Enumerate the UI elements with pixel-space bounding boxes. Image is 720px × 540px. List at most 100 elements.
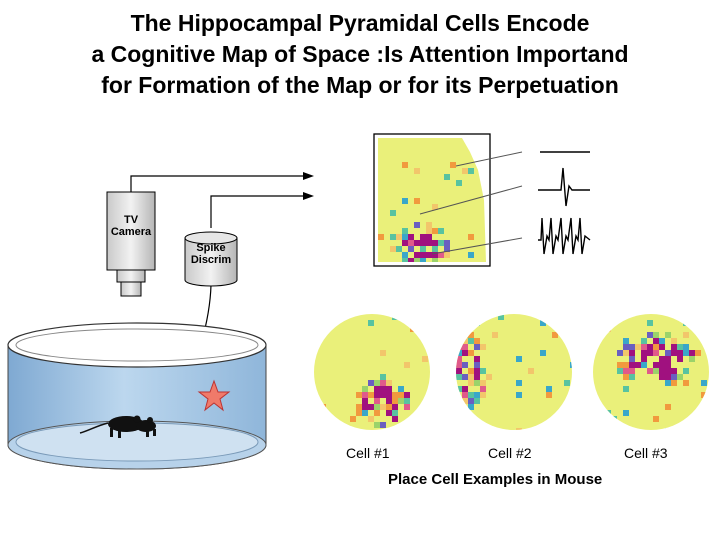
heatmap-cell: [374, 410, 380, 416]
heatmap-cell: [456, 368, 462, 374]
heatmap-cell: [362, 398, 368, 404]
heatmap-cell: [444, 252, 450, 258]
heatmap-cell: [617, 362, 623, 368]
heatmap-cell: [629, 374, 635, 380]
heatmap-cell: [356, 392, 362, 398]
tv-camera: [106, 191, 156, 297]
heatmap-cell: [414, 222, 420, 228]
heatmap-cell: [380, 374, 386, 380]
cell-label-3: Cell #3: [624, 445, 668, 461]
heatmap-cell: [605, 428, 611, 430]
heatmap-cell: [474, 398, 480, 404]
heatmap-cell: [689, 356, 695, 362]
heatmap-cell: [368, 404, 374, 410]
heatmap-cell: [546, 386, 552, 392]
pointer-lines: [419, 151, 523, 255]
heatmap-cell: [414, 252, 420, 258]
heatmap-cell: [456, 180, 462, 186]
heatmap-cell: [462, 344, 468, 350]
heatmap-cell: [474, 356, 480, 362]
heatmap-cell: [408, 240, 414, 246]
heatmap-cell: [653, 350, 659, 356]
heatmap-cell: [468, 368, 474, 374]
mouse-icon: [79, 415, 156, 438]
heatmap-cell: [468, 398, 474, 404]
heatmap-cell: [683, 350, 689, 356]
heatmap-cell: [356, 410, 362, 416]
heatmap-cell: [438, 240, 444, 246]
heatmap-cell: [402, 234, 408, 240]
camera-label-line-2: Camera: [110, 226, 152, 238]
heatmap-cell: [701, 380, 707, 386]
heatmap-cell: [456, 344, 462, 350]
title-line-1: The Hippocampal Pyramidal Cells Encode: [130, 10, 590, 36]
heatmap-cell: [462, 398, 468, 404]
heatmap-cell: [564, 380, 570, 386]
heatmap-cell: [611, 416, 617, 422]
heatmap-cell: [362, 404, 368, 410]
heatmap-cell: [416, 320, 422, 326]
heatmap-cell: [468, 374, 474, 380]
heatmap-cell: [516, 380, 522, 386]
heatmap-cell: [380, 404, 386, 410]
heatmap-cell: [665, 350, 671, 356]
goal-star-icon: [197, 379, 231, 412]
heatmap-cell: [683, 380, 689, 386]
title-line-3: for Formation of the Map or for its Perp…: [101, 72, 619, 98]
heatmap-cell: [368, 320, 374, 326]
heatmap-cell: [320, 314, 326, 320]
heatmap-cell: [396, 234, 402, 240]
heatmap-cell: [386, 398, 392, 404]
heatmap-cell: [623, 338, 629, 344]
heatmap-cell: [474, 338, 480, 344]
heatmap-cell: [462, 168, 468, 174]
heatmap-cell: [404, 398, 410, 404]
heatmap-cell: [462, 386, 468, 392]
heatmap-cell: [368, 392, 374, 398]
heatmap-cell: [410, 314, 416, 320]
heatmap-cell: [392, 416, 398, 422]
heatmap-cell: [398, 398, 404, 404]
heatmap-cell: [653, 332, 659, 338]
spike-discriminator: [184, 231, 238, 287]
heatmap-cell: [635, 344, 641, 350]
heatmap-cell: [462, 338, 468, 344]
heatmap-cell: [677, 374, 683, 380]
heatmap-cell: [474, 374, 480, 380]
heatmap-cell: [462, 374, 468, 380]
heatmap-cell: [402, 198, 408, 204]
heatmap-cell: [629, 350, 635, 356]
heatmap-cell: [665, 356, 671, 362]
spike-traces: [538, 151, 591, 255]
heatmap-cell: [474, 380, 480, 386]
heatmap-cell: [362, 392, 368, 398]
heatmap-cell: [368, 380, 374, 386]
heatmap-cell: [665, 362, 671, 368]
heatmap-cell: [659, 362, 665, 368]
heatmap-cell: [396, 246, 402, 252]
heatmap-cell: [404, 392, 410, 398]
heatmap-cell: [468, 392, 474, 398]
heatmap-cell: [404, 404, 410, 410]
arrowheads: [303, 172, 314, 200]
heatmap-cell: [432, 252, 438, 258]
heatmap-cell: [420, 258, 426, 262]
heatmap-cell: [414, 240, 420, 246]
heatmap-cell: [629, 368, 635, 374]
heatmap-cell: [474, 362, 480, 368]
discrim-label-line-2: Discrim: [190, 254, 232, 266]
heatmap-cell: [462, 392, 468, 398]
heatmap-cell: [516, 392, 522, 398]
heatmap-cell: [647, 320, 653, 326]
heatmap-cell: [450, 162, 456, 168]
heatmap-cell: [498, 314, 504, 320]
heatmap-cell: [629, 362, 635, 368]
heatmap-cell: [480, 392, 486, 398]
heatmap-cell: [641, 362, 647, 368]
heatmap-cell: [374, 422, 380, 428]
heatmap-cell: [683, 368, 689, 374]
heatmap-cell: [546, 392, 552, 398]
heatmap-cell: [374, 380, 380, 386]
heatmap-cell: [438, 228, 444, 234]
heatmap-cell: [689, 350, 695, 356]
